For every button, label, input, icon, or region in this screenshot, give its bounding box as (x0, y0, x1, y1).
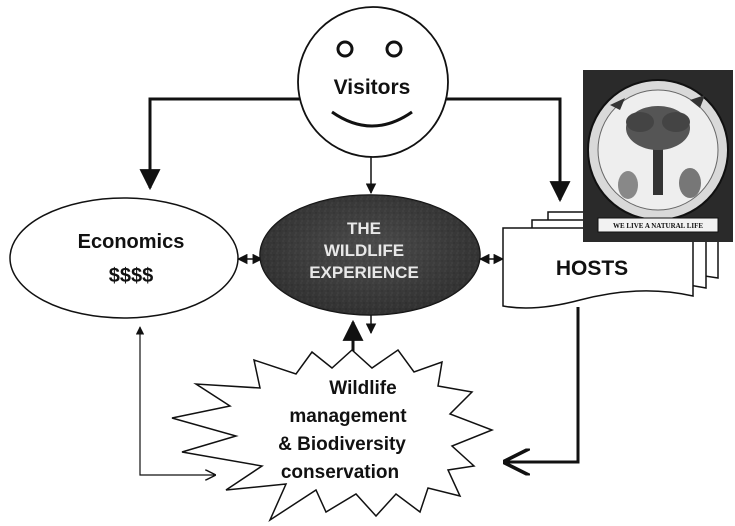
hosts-label: HOSTS (556, 257, 628, 280)
edge-visitors-hosts (443, 97, 571, 203)
tree-trunk (653, 145, 663, 195)
experience-label-line3: EXPERIENCE (309, 263, 419, 282)
emblem-motto: WE LIVE A NATURAL LIFE (613, 222, 703, 230)
emblem-ribbon (597, 217, 719, 233)
edges (139, 97, 580, 475)
node-economics: Economics $$$$ (9, 197, 239, 319)
node-hosts: HOSTS (502, 211, 719, 309)
emblem: WE LIVE A NATURAL LIFE (583, 70, 733, 242)
left-eye (336, 40, 354, 58)
edge-hosts-management (505, 307, 580, 462)
experience-label-line1: THE (347, 219, 381, 238)
management-label-line4: conservation (281, 462, 399, 483)
node-experience: THE WILDLIFE EXPERIENCE (259, 194, 481, 316)
economics-money-label: $$$$ (109, 265, 154, 287)
document-front (502, 227, 694, 309)
experience-label-line2: WILDLIFE (324, 241, 404, 260)
management-label-line1: Wildlife (329, 378, 396, 399)
smiley-face-icon (297, 6, 449, 158)
visitors-label: Visitors (334, 76, 411, 99)
node-management: Wildlife management & Biodiversity conse… (171, 348, 495, 523)
smile-mouth (331, 110, 413, 128)
edge-economics-management (140, 327, 215, 475)
edge-visitors-economics (139, 97, 303, 191)
management-label-line3: & Biodiversity (278, 434, 406, 455)
economics-label: Economics (78, 231, 185, 253)
node-visitors: Visitors (297, 6, 449, 158)
management-label-line2: management (289, 406, 407, 427)
explosion-shape (171, 348, 495, 523)
right-eye (385, 40, 403, 58)
